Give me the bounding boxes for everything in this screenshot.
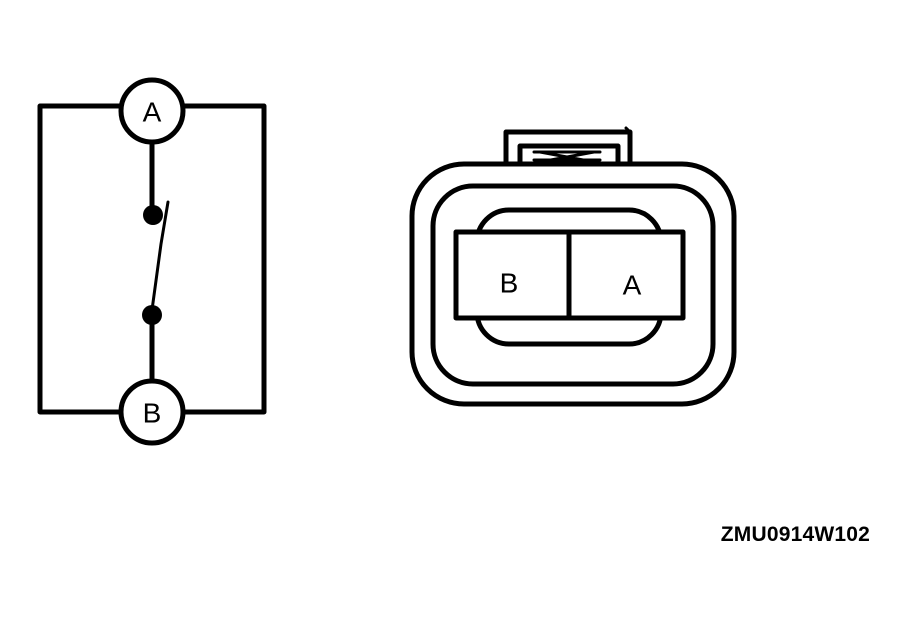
switch-blade bbox=[150, 200, 170, 312]
connector-pin-a-label: A bbox=[623, 270, 642, 301]
connector-lock-tab bbox=[503, 126, 633, 169]
terminal-b-label: B bbox=[143, 398, 162, 429]
switch-contact-lower bbox=[142, 305, 162, 325]
connector-housing-inner bbox=[430, 183, 716, 387]
terminal-b: B bbox=[118, 378, 186, 446]
terminal-a: A bbox=[118, 77, 186, 145]
switch-circuit: A B bbox=[37, 77, 267, 446]
connector-pin-b-label: B bbox=[500, 268, 519, 299]
connector: B A bbox=[409, 126, 737, 407]
figure-code: ZMU0914W102 bbox=[720, 523, 870, 546]
circuit-loop-wire bbox=[37, 103, 267, 415]
terminal-a-label: A bbox=[143, 97, 162, 128]
switch-contact-upper bbox=[143, 205, 163, 225]
